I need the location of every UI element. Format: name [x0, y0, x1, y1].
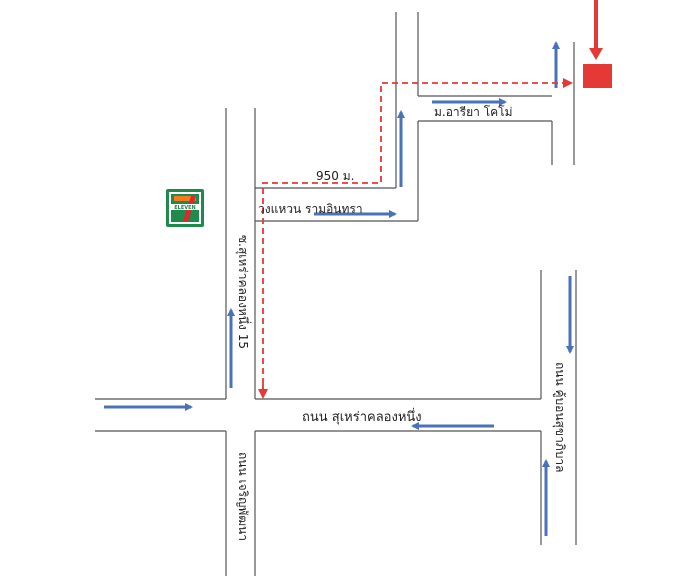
- red-down-arrow-icon: [589, 0, 603, 60]
- route-path: [262, 78, 573, 394]
- soi-road-label: ซ.สุเหร่าคลองหนึ่ง 15: [236, 235, 250, 349]
- road-network: [95, 12, 577, 576]
- seven-eleven-logo-icon: ELEVEN: [166, 189, 204, 227]
- destination-marker: [583, 64, 612, 88]
- wongwaen-road-label: วงแหวน รามอินทรา: [258, 202, 363, 216]
- main-road-label: ถนน สุเหร่าคลองหนึ่ง: [302, 410, 422, 425]
- svg-text:ELEVEN: ELEVEN: [174, 205, 196, 211]
- distance-label: 950 ม.: [316, 169, 355, 183]
- bottom-road-label: ถนน เจริญพัฒนา: [236, 452, 250, 541]
- traffic-arrows: [104, 41, 574, 536]
- aria-road-label: ม.อารียา โคโม่: [434, 105, 513, 119]
- right-road-label: ถนน คู้บอนสุขาภิบาล: [553, 362, 567, 473]
